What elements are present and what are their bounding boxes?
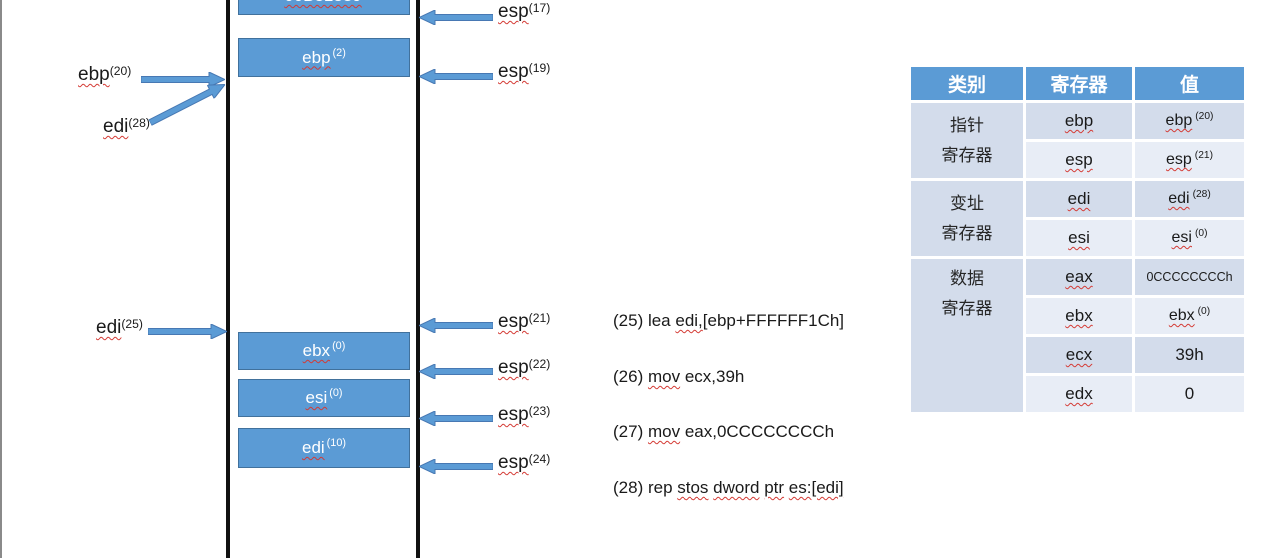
group-data-registers: 数据 寄存器 xyxy=(911,259,1023,412)
stack-box-label: 00B81889 xyxy=(284,0,362,6)
table-row-esi-reg: esi xyxy=(1026,220,1132,256)
table-row-eax-reg: eax xyxy=(1026,259,1132,295)
esp23-arrow-icon xyxy=(419,411,493,426)
group-index-registers: 变址 寄存器 xyxy=(911,181,1023,256)
table-row-edi-reg: edi xyxy=(1026,181,1132,217)
edi25-arrow-icon xyxy=(148,324,227,339)
esp23-label: esp(23) xyxy=(498,403,551,425)
esp22-arrow-icon xyxy=(419,364,493,379)
edi28-label: edi(28) xyxy=(103,115,150,137)
esp21-arrow-icon xyxy=(419,318,493,333)
stack-box-label: esi xyxy=(305,388,328,407)
table-row-ebp-reg: ebp xyxy=(1026,103,1132,139)
stack-box-ebx: ebx(0) xyxy=(238,332,410,370)
table-row-ebx-reg: ebx xyxy=(1026,298,1132,334)
esp24-arrow-icon xyxy=(419,459,493,474)
table-row-esp-value: esp(21) xyxy=(1135,142,1244,178)
register-table: 类别 寄存器 值 指针 寄存器 变址 寄存器 数据 寄存器 ebp ebp(20… xyxy=(911,67,1244,412)
table-header-register: 寄存器 xyxy=(1026,67,1132,100)
table-row-edi-value: edi(28) xyxy=(1135,181,1244,217)
esp21-label: esp(21) xyxy=(498,310,551,332)
instruction-28: (28) rep stos dword ptr es:[edi] xyxy=(613,478,844,497)
instruction-26: (26) mov ecx,39h xyxy=(613,367,745,386)
table-row-ebp-value: ebp(20) xyxy=(1135,103,1244,139)
edi28-arrow-icon xyxy=(147,78,229,130)
table-header-value: 值 xyxy=(1135,67,1244,100)
esp19-label: esp(19) xyxy=(498,60,551,82)
table-header-category: 类别 xyxy=(911,67,1023,100)
stack-box-label: edi xyxy=(301,438,325,457)
ebp20-label: ebp(20) xyxy=(78,63,132,85)
esp17-label: esp(17) xyxy=(498,0,551,22)
table-row-ecx-reg: ecx xyxy=(1026,337,1132,373)
esp17-arrow-icon xyxy=(419,10,493,25)
stack-left-wall xyxy=(226,0,230,558)
stack-box-esi: esi(0) xyxy=(238,379,410,417)
edi25-label: edi(25) xyxy=(96,316,143,338)
instruction-27: (27) mov eax,0CCCCCCCCh xyxy=(613,422,835,441)
table-row-esi-value: esi(0) xyxy=(1135,220,1244,256)
table-row-eax-value: 0CCCCCCCCh xyxy=(1135,259,1244,295)
esp24-label: esp(24) xyxy=(498,451,551,473)
esp19-arrow-icon xyxy=(419,69,493,84)
slide-left-edge xyxy=(1,0,2,558)
table-row-edx-reg: edx xyxy=(1026,376,1132,412)
table-row-ecx-value: 39h xyxy=(1135,337,1244,373)
stack-box-return-address: 00B81889 xyxy=(238,0,410,15)
stack-box-edi: edi(10) xyxy=(238,428,410,468)
stack-box-ebp: ebp(2) xyxy=(238,38,410,77)
esp22-label: esp(22) xyxy=(498,356,551,378)
table-row-esp-reg: esp xyxy=(1026,142,1132,178)
table-row-ebx-value: ebx(0) xyxy=(1135,298,1244,334)
group-pointer-registers: 指针 寄存器 xyxy=(911,103,1023,178)
stack-right-wall xyxy=(416,0,420,558)
stack-box-label: ebp xyxy=(302,47,331,67)
instruction-25: (25) lea edi,[ebp+FFFFFF1Ch] xyxy=(613,311,845,330)
stack-box-label: ebx xyxy=(302,341,331,360)
table-row-edx-value: 0 xyxy=(1135,376,1244,412)
